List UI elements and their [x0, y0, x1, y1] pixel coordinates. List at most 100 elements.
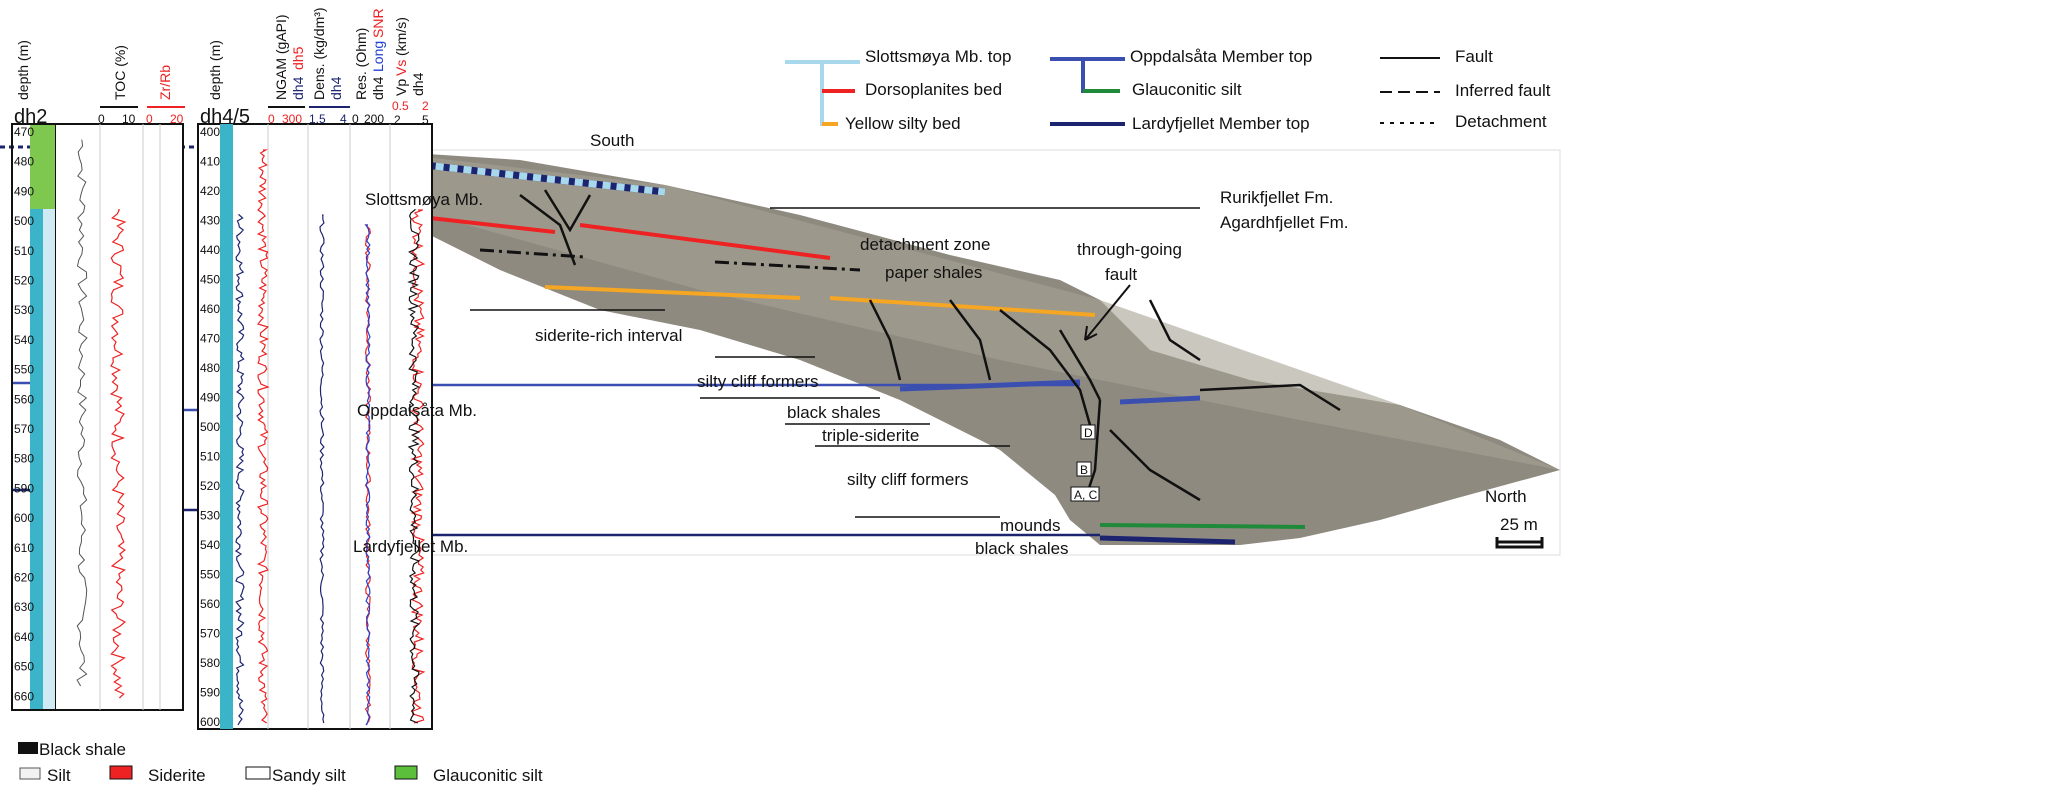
dh2-green-interval — [30, 124, 55, 209]
depth-tick: 400 — [200, 125, 220, 139]
fault-line — [999, 309, 1092, 426]
zr-rb-label: Zr/Rb — [157, 65, 173, 100]
legend-fault: Fault — [1455, 47, 1493, 66]
vp-curve — [407, 209, 421, 724]
depth-tick: 500 — [200, 420, 220, 434]
fault-line — [1199, 383, 1341, 412]
lithology-legend: Black shale Silt Siderite Sandy silt Gla… — [18, 740, 543, 785]
photo-highlight — [365, 150, 1560, 470]
depth-tick: 560 — [14, 392, 34, 406]
fault-line — [1109, 429, 1201, 502]
label-paper-shales: paper shales — [885, 263, 982, 282]
toc-curve — [76, 139, 88, 687]
legend-glauconitic: Glauconitic silt — [1132, 80, 1242, 99]
label-through-going-fault: fault — [1105, 265, 1137, 284]
depth-tick: 570 — [200, 627, 220, 641]
vp-label: Vp — [393, 79, 409, 96]
detachment-line — [479, 248, 586, 259]
depth-tick: 470 — [200, 332, 220, 346]
depth-tick: 580 — [200, 656, 220, 670]
res-long: Long — [370, 41, 386, 72]
zr-rb-curve — [109, 209, 127, 699]
depth-tick: 580 — [14, 452, 34, 466]
depth-tick: 510 — [14, 244, 34, 258]
vs-label: Vs — [393, 60, 409, 76]
site-d: D — [1084, 426, 1093, 440]
depth-tick: 650 — [14, 660, 34, 674]
depth-tick: 590 — [14, 481, 34, 495]
dh45-depth-ticks: 4004104204304404504604704804905005105205… — [200, 125, 220, 729]
depth-tick: 510 — [200, 450, 220, 464]
vp-min: 2 — [394, 113, 401, 127]
depth-tick: 480 — [14, 155, 34, 169]
legend-slottsmoya-top: Slottsmøya Mb. top — [865, 47, 1011, 66]
depth-tick: 410 — [200, 155, 220, 169]
well-logs: 4704804905005105205305405505605705805906… — [11, 123, 433, 730]
label-black-shales-lower: black shales — [975, 539, 1069, 558]
lardyfjellet-top-line — [1099, 535, 1236, 545]
legend-dorsoplanites: Dorsoplanites bed — [865, 80, 1002, 99]
dh45-teal-column — [220, 124, 233, 729]
ngam-max: 300 — [282, 112, 302, 126]
res-snr: SNR — [370, 8, 386, 38]
depth-tick: 430 — [200, 214, 220, 228]
dh2-depth-ticks: 4704804905005105205305405505605705805906… — [14, 125, 34, 703]
depth-tick: 610 — [14, 541, 34, 555]
detachment-line — [714, 260, 861, 272]
label-north: North — [1485, 487, 1527, 506]
depth-tick: 530 — [200, 509, 220, 523]
depth-tick: 470 — [14, 125, 34, 139]
depth-tick: 490 — [200, 391, 220, 405]
toc-min: 0 — [98, 112, 105, 126]
depth-tick: 440 — [200, 243, 220, 257]
depth-tick: 560 — [200, 597, 220, 611]
fault-line — [949, 299, 992, 381]
yellow-silty-line — [544, 285, 801, 300]
label-silty-cliff-lower: silty cliff formers — [847, 470, 969, 489]
ngam-dh4-curve — [234, 214, 245, 726]
label-silty-cliff-upper: silty cliff formers — [697, 372, 819, 391]
oppdalsata-top-line — [899, 379, 1081, 392]
silt-swatch — [19, 767, 41, 780]
through-going-fault-arrow — [1084, 284, 1131, 341]
label-south: South — [590, 131, 634, 150]
dh2-title: dh2 — [14, 106, 47, 128]
legend-silt: Silt — [47, 766, 71, 785]
res-dh4: dh4 — [370, 76, 386, 100]
fault-line — [1058, 329, 1102, 401]
vs-min: 0.5 — [392, 99, 409, 113]
res-long-curve — [364, 224, 371, 726]
depth-tick: 480 — [200, 361, 220, 375]
dorsoplanites-line — [579, 223, 831, 260]
sandy-silt-swatch — [245, 766, 271, 780]
depth-tick: 420 — [200, 184, 220, 198]
depth-tick: 620 — [14, 571, 34, 585]
depth-tick: 590 — [200, 686, 220, 700]
label-black-shales-upper: black shales — [787, 403, 881, 422]
resistivity-label: Res. (Ohm) — [353, 28, 369, 100]
depth-tick: 570 — [14, 422, 34, 436]
ngam-dh4: dh4 — [290, 76, 306, 100]
density-label: Dens. (kg/dm³) — [311, 7, 327, 100]
zr-min: 0 — [146, 112, 153, 126]
zr-max: 20 — [170, 112, 184, 126]
velocity-unit: (km/s) — [393, 17, 409, 56]
photo-labels: South North Slottsmøya Mb. Oppdalsåta Mb… — [353, 131, 1544, 558]
dh2-lightblue-column — [43, 124, 55, 710]
label-lardyfjellet: Lardyfjellet Mb. — [353, 537, 468, 556]
label-mounds: mounds — [1000, 516, 1060, 535]
depth-tick: 540 — [200, 538, 220, 552]
label-triple-siderite: triple-siderite — [822, 426, 919, 445]
toc-max: 10 — [122, 112, 136, 126]
yellow-silty-line — [829, 296, 1096, 317]
ngam-dh5-curve — [256, 149, 270, 724]
depth-tick: 460 — [200, 302, 220, 316]
marker-legend: Slottsmøya Mb. top Dorsoplanites bed Yel… — [785, 47, 1551, 133]
dh2-depth-label: depth (m) — [15, 40, 31, 100]
depth-tick: 490 — [14, 184, 34, 198]
density-dh4: dh4 — [328, 76, 344, 100]
scale-bar-label: 25 m — [1500, 515, 1538, 534]
site-ac: A, C — [1074, 488, 1098, 502]
legend-oppdalsata-top: Oppdalsåta Member top — [1130, 47, 1312, 66]
